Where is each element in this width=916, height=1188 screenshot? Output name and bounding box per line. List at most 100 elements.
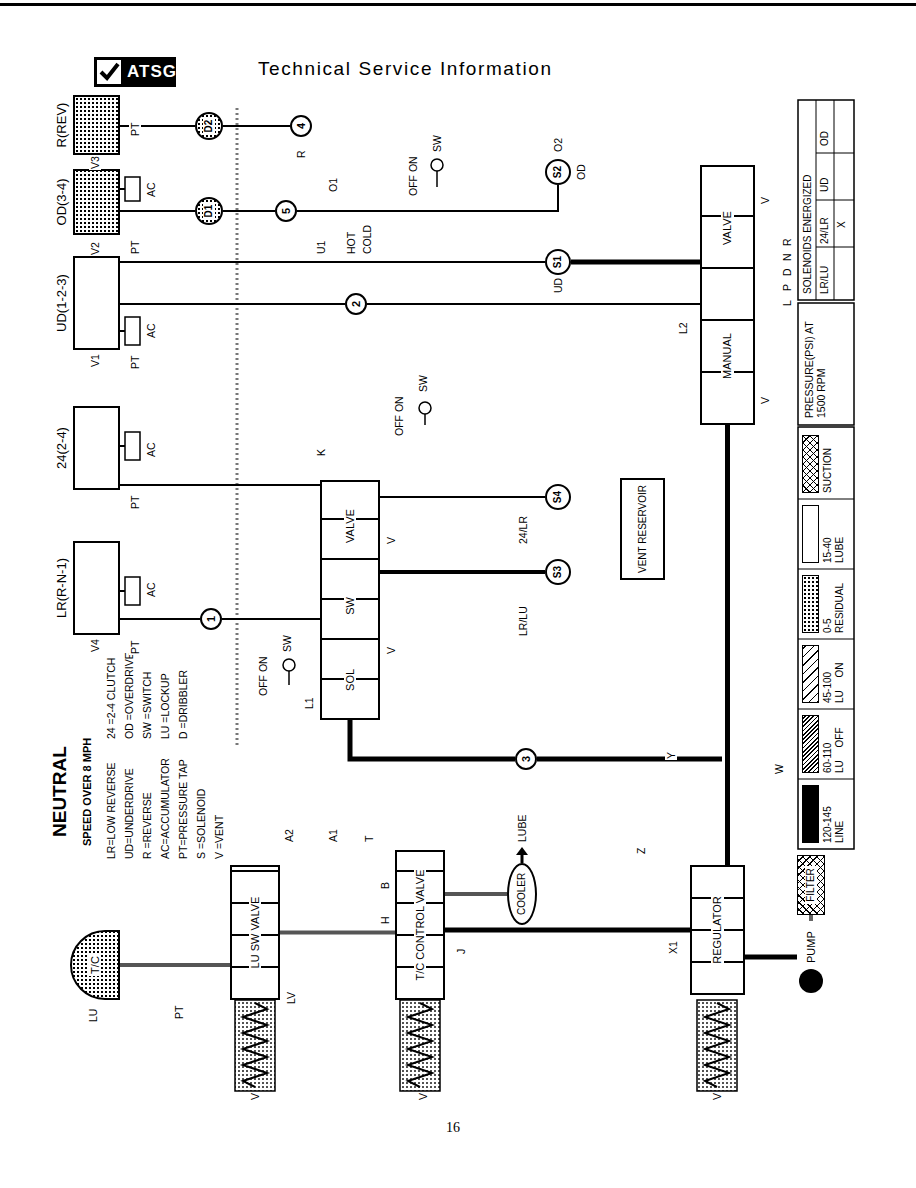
diagram-label: PT: [129, 240, 141, 255]
diagram-label: OFF ON: [407, 155, 419, 197]
lube-line: [521, 854, 524, 863]
node-text: VALVE: [344, 507, 357, 545]
solenoid: S2: [545, 159, 571, 185]
diagram-label: D =DRIBBLER: [177, 669, 189, 740]
diagram-label: LU =LOCKUP: [159, 672, 171, 740]
dribbler: D2: [195, 112, 223, 140]
diagram-label: V1: [89, 353, 101, 368]
logo-text: ATSG: [127, 62, 177, 82]
node-text: MANUAL: [721, 331, 734, 381]
pressure-switch: [419, 402, 431, 414]
node-text: 24(2-4): [55, 406, 70, 490]
legend-swatch: [802, 715, 819, 773]
node-text: VENT RESERVOIR: [637, 485, 649, 573]
spring-housing: [235, 1000, 275, 1091]
page-text: Technical Service Information: [258, 58, 553, 80]
diagram-label: O2: [552, 137, 564, 153]
pressure-box: [798, 303, 854, 425]
accumulator: [125, 577, 140, 605]
fluid-passage: [223, 125, 290, 127]
fluid-passage: [120, 210, 195, 212]
manual-valve: MANUALVALVE: [700, 165, 755, 425]
node-text: OD(3-4): [55, 169, 70, 235]
node-text: S1: [552, 256, 564, 268]
legend-frame: [798, 427, 854, 849]
switch-valve: SOLSWVALVE: [320, 480, 380, 720]
fluid-passage: [745, 955, 797, 960]
fluid-passage: [367, 303, 700, 305]
solenoid-table: [798, 100, 854, 300]
pressure-switch: [431, 159, 443, 171]
check-ball: 1: [200, 608, 222, 630]
diagram-label: SPEED OVER 8 MPH: [81, 737, 94, 847]
legend-swatch: [802, 435, 819, 493]
legend-swatch: [802, 785, 819, 843]
fluid-passage: [725, 425, 730, 865]
node-text: LR(R-N-1): [55, 541, 70, 635]
diagram-label: L2: [677, 321, 689, 335]
legend-text: 60-110 LU OFF: [822, 719, 845, 773]
spring: [243, 1003, 267, 1087]
solenoid: S3: [545, 559, 571, 585]
diagram-label: O1: [327, 177, 339, 193]
check-ball: 3: [515, 748, 537, 770]
diagram-label: OD =OVERDRIVE: [123, 651, 135, 740]
legend-text: 15-40 LUBE: [822, 509, 845, 563]
fluid-passage: [571, 260, 700, 265]
cooler: COOLER: [507, 863, 537, 925]
diagram-label: B: [379, 881, 391, 890]
pressure-switch: [283, 659, 295, 671]
spring-housing: [697, 1000, 737, 1091]
diagram-label: PT: [129, 122, 141, 137]
node-text: R(REV): [55, 95, 70, 155]
diagram-label: UD: [819, 177, 831, 193]
diagram-label: V4: [89, 638, 101, 653]
diagram-label: L1: [303, 696, 315, 710]
diagram-label: LR=LOW REVERSE: [105, 761, 117, 860]
logo-checkmark: [101, 64, 118, 78]
diagram-label: LV: [285, 991, 297, 1005]
clutch-chamber: [73, 541, 120, 635]
diagram-label: AC: [145, 181, 157, 198]
diagram-label: R: [295, 149, 307, 159]
node-text: 3: [520, 756, 533, 762]
logo-square: [97, 60, 121, 84]
node-text: T/C: [89, 954, 102, 976]
diagram-label: U1: [315, 240, 327, 255]
diagram-label: PT: [129, 495, 141, 510]
fluid-passage: [120, 303, 345, 305]
diagram-label: HOT: [345, 231, 357, 255]
filter: FILTER: [797, 855, 825, 915]
accumulator: [125, 432, 140, 460]
node-text: COOLER: [516, 873, 528, 915]
fluid-passage: [350, 720, 515, 759]
switch-stem: [424, 414, 426, 425]
fluid-passage: [380, 496, 545, 498]
diagram-label: LR/LU: [517, 605, 529, 637]
diagram-label: PT: [173, 1005, 185, 1020]
diagram-label: V2: [89, 241, 101, 256]
node-text: T/C CONTROL VALVE: [414, 867, 427, 982]
diagram-label: PRESSURE(PSI) AT 1500 RPM: [803, 307, 827, 419]
diagram-label: V: [385, 536, 397, 545]
lube-arrow: [516, 847, 528, 855]
diagram-label: R: [781, 237, 793, 247]
residual-passage: [236, 105, 239, 745]
diagram-label: W: [773, 763, 785, 775]
fluid-passage: [120, 261, 545, 263]
switch-stem: [288, 671, 290, 685]
legend-text: SUCTION: [822, 439, 834, 493]
node-text: S2: [552, 166, 564, 178]
fluid-passage: [809, 915, 813, 921]
diagram-label: PT: [129, 640, 141, 655]
diagram-frame: NEUTRALR(REV)OD(3-4)UD(1-2-3)24(2-4)LR(R…: [45, 95, 875, 1105]
diagram-label: X1: [667, 940, 679, 955]
spring: [408, 1003, 432, 1087]
diagram-label: LUBE: [516, 814, 528, 843]
node-text: SOL: [344, 667, 357, 693]
node-text: 5: [280, 208, 293, 214]
diagram-label: K: [315, 448, 327, 457]
diagram-label: SW =SWITCH: [141, 671, 153, 740]
diagram-label: V: [385, 646, 397, 655]
diagram-label: L: [781, 299, 793, 307]
